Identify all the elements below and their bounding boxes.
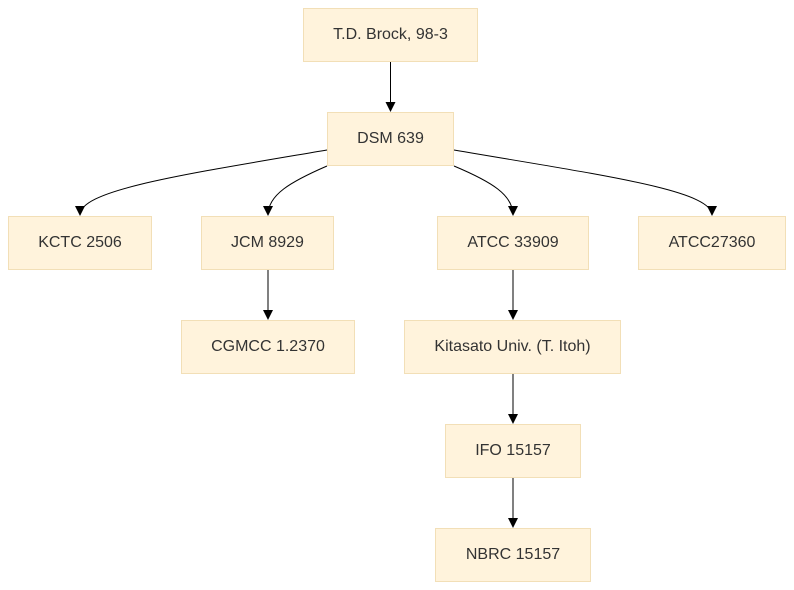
node-atcc-27360: ATCC27360 — [638, 216, 786, 270]
node-dsm-639: DSM 639 — [327, 112, 454, 166]
node-kctc-2506: KCTC 2506 — [8, 216, 152, 270]
node-cgmcc-1-2370: CGMCC 1.2370 — [181, 320, 355, 374]
node-atcc-33909: ATCC 33909 — [437, 216, 589, 270]
node-td-brock: T.D. Brock, 98-3 — [303, 8, 478, 62]
edge-dsm-jcm — [263, 165, 328, 216]
edge-dsm-atcc2 — [453, 149, 717, 216]
node-nbrc-15157: NBRC 15157 — [435, 528, 591, 582]
node-kitasato-univ: Kitasato Univ. (T. Itoh) — [404, 320, 621, 374]
node-ifo-15157: IFO 15157 — [445, 424, 581, 478]
edge-dsm-kctc — [75, 149, 328, 216]
edge-dsm-atcc1 — [453, 165, 518, 216]
node-jcm-8929: JCM 8929 — [201, 216, 334, 270]
